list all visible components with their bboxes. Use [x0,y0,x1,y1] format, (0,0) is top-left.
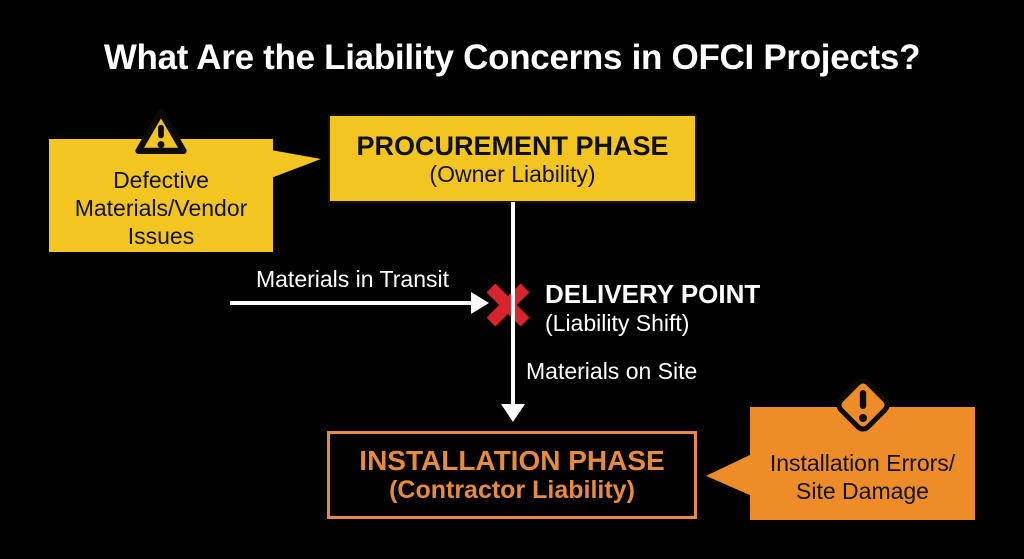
materials-in-transit-label: Materials in Transit [255,266,449,292]
procurement-phase-title: PROCUREMENT PHASE [356,131,669,161]
materials-on-site-label: Materials on Site [526,358,698,384]
defective-callout-pointer [271,150,321,178]
down-arrowhead-icon [501,404,525,422]
delivery-point-title: DELIVERY POINT [545,279,761,309]
defective-materials-callout: Defective Materials/Vendor Issues [49,109,273,252]
red-x-icon [487,284,529,326]
installation-errors-callout: Installation Errors/ Site Damage [750,378,975,520]
installation-phase-title: INSTALLATION PHASE [359,445,665,476]
warning-diamond-icon [836,378,889,432]
installation-phase-subtitle: (Contractor Liability) [389,476,635,504]
callout-text-line: Defective [113,167,209,193]
delivery-point-subtitle: (Liability Shift) [545,310,690,336]
callout-text-line: Issues [127,223,195,249]
callout-text-line: Installation Errors/ [769,450,956,476]
transit-arrow-line [230,301,473,305]
installation-phase-box: INSTALLATION PHASE (Contractor Liability… [327,431,697,519]
procurement-phase-subtitle: (Owner Liability) [429,161,596,187]
page-title: What Are the Liability Concerns in OFCI … [103,38,921,77]
callout-text-line: Materials/Vendor [74,195,248,221]
installation-callout-pointer [706,454,752,496]
callout-text-line: Site Damage [796,478,929,504]
right-arrowhead-icon [471,292,489,314]
warning-triangle-icon [135,109,187,155]
delivery-point-label: DELIVERY POINT (Liability Shift) [545,280,760,337]
flow-line-vertical [511,202,515,406]
procurement-phase-box: PROCUREMENT PHASE (Owner Liability) [328,114,697,203]
